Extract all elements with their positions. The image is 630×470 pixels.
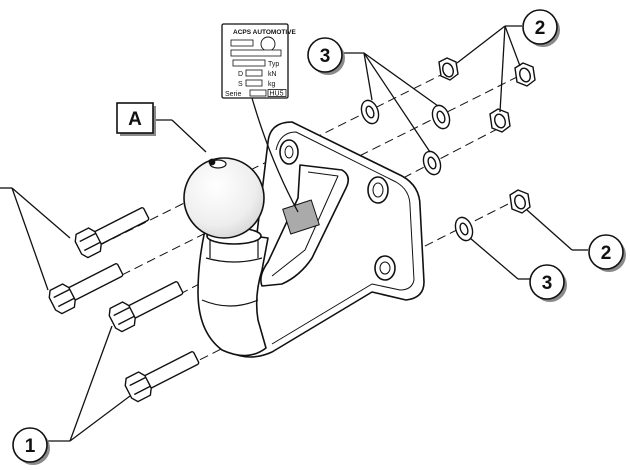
label-sticker (282, 199, 320, 235)
plate-type-label: Typ (268, 61, 279, 68)
plate-hu-label: HU5 (270, 91, 284, 98)
svg-text:2: 2 (601, 243, 612, 264)
bolt (108, 281, 184, 333)
bolt (124, 351, 200, 403)
svg-text:3: 3 (542, 273, 553, 294)
callout-a: A (116, 102, 156, 136)
callout-3-right: 3 (529, 264, 567, 302)
svg-text:1: 1 (25, 436, 36, 457)
washer (422, 150, 442, 176)
svg-text:3: 3 (320, 46, 331, 67)
ball-neck (197, 227, 269, 357)
plate-d-label: D (238, 71, 243, 78)
tow-bracket (229, 121, 425, 358)
tow-ball (183, 157, 265, 239)
plate-title: ACPS AUTOMOTIVE (233, 29, 297, 36)
bolt (48, 263, 124, 315)
bolt (74, 207, 150, 259)
plate-serie-label: Serie (225, 91, 241, 98)
plate-s-label: S (238, 81, 243, 88)
nut (514, 62, 536, 87)
washer (454, 216, 474, 242)
callout-2-right: 2 (588, 234, 626, 272)
washer (431, 104, 451, 130)
nut (489, 108, 511, 133)
washer (360, 99, 380, 125)
callout-2-top: 2 (522, 9, 560, 47)
plate-s-unit: kg (268, 81, 276, 88)
plate-d-unit: kN (268, 71, 277, 78)
nut (509, 189, 531, 214)
svg-text:A: A (128, 109, 142, 130)
identification-plate: ACPS AUTOMOTIVE Typ D kN S kg Serie HU5 (221, 23, 297, 99)
svg-text:2: 2 (535, 18, 546, 39)
callout-1-bottom: 1 (12, 427, 50, 465)
leader-lines (0, 25, 588, 442)
callout-3-top: 3 (307, 37, 345, 75)
nut (438, 57, 459, 81)
